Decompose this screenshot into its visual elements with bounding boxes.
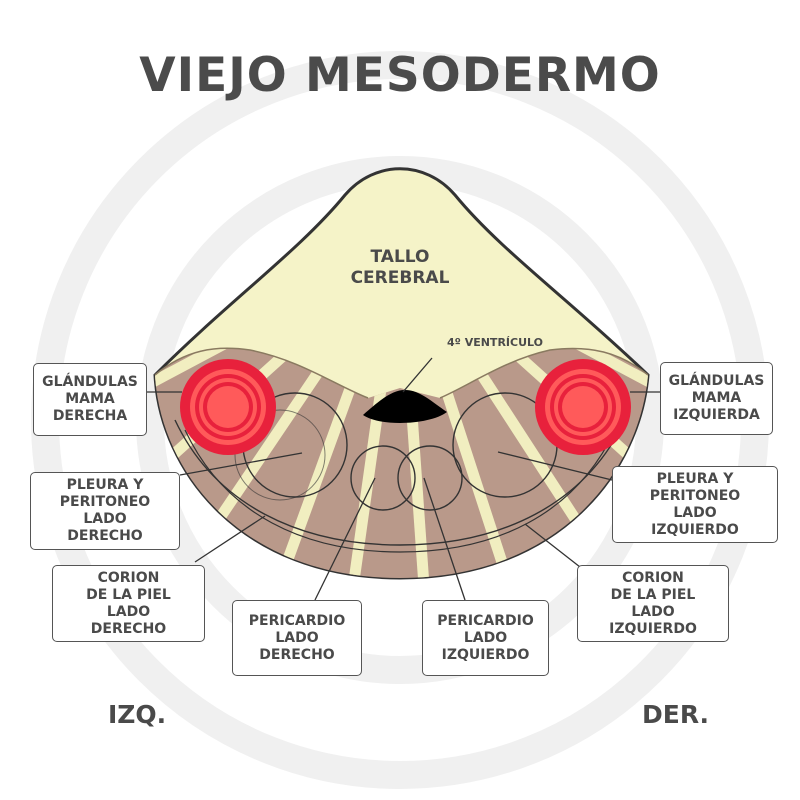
side-label-left: IZQ. [108,700,167,729]
page-title: VIEJO MESODERMO [139,48,661,103]
gland-right-breast [180,359,276,455]
fourth-ventricle [363,390,447,423]
band-stripe [395,348,530,578]
brainstem-label: TALLO CEREBRAL [350,247,450,288]
band-stripe [258,348,406,578]
pericardio-circle-left [397,445,463,511]
leader-lines [147,357,660,601]
label-pericardio-derecho: PERICARDIO LADO DERECHO [232,600,362,676]
corion-arc [174,419,626,546]
label-corion-izquierdo: CORION DE LA PIEL LADO IZQUIERDO [577,565,729,642]
label-pleura-izquierdo: PLEURA Y PERITONEO LADO IZQUIERDO [612,466,778,543]
gland-left-breast [535,359,631,455]
label-glandulas-mama-derecha: GLÁNDULAS MAMA DERECHA [33,363,147,436]
label-pleura-derecho: PLEURA Y PERITONEO LADO DERECHO [30,472,180,550]
side-label-right: DER. [642,700,710,729]
label-corion-derecho: CORION DE LA PIEL LADO DERECHO [52,565,205,642]
band-stripe [172,348,405,578]
ventricle-label: 4º VENTRÍCULO [447,336,543,349]
label-pericardio-izquierdo: PERICARDIO LADO IZQUIERDO [422,600,549,676]
band-stripe [395,348,623,578]
label-glandulas-mama-izquierda: GLÁNDULAS MAMA IZQUIERDA [660,362,773,435]
pericardio-circle-right [350,445,416,511]
